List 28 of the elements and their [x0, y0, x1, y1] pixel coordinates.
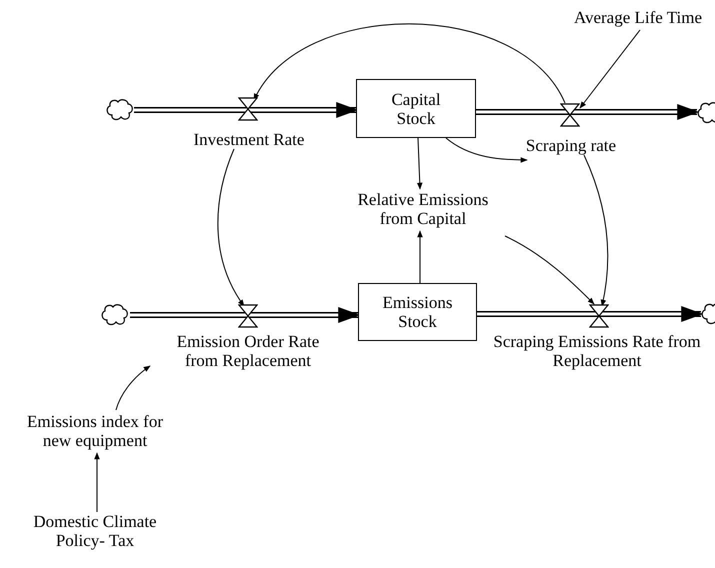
rate-label: Scraping Emissions Rate from Replacement: [492, 332, 702, 370]
flow-pipe: [134, 102, 358, 118]
stock-label: Capital Stock: [390, 90, 442, 128]
variable-label: Domestic Climate Policy- Tax: [32, 512, 158, 550]
arrow: [580, 30, 640, 109]
variable-label: Emissions index for new equipment: [26, 412, 164, 450]
rate-label: Investment Rate: [192, 130, 306, 149]
arrow: [116, 366, 151, 410]
arrow: [94, 452, 100, 512]
stock-box: [356, 79, 476, 138]
arrow: [254, 23, 566, 104]
stock-label: Emissions Stock: [382, 293, 454, 331]
rate-label: Scraping rate: [524, 136, 618, 155]
flow-pipe: [477, 306, 703, 322]
arrow: [218, 148, 244, 307]
arrow: [584, 154, 608, 307]
flow-pipe: [130, 307, 360, 323]
arrow: [446, 138, 528, 163]
arrow: [417, 230, 423, 284]
stock-box: [358, 283, 477, 341]
variable-label: Relative Emissions from Capital: [356, 190, 490, 228]
arrow: [416, 138, 423, 190]
cloud-icon: [106, 98, 134, 122]
arrow: [504, 236, 594, 304]
cloud-icon: [100, 303, 130, 327]
rate-label: Emission Order Rate from Replacement: [176, 332, 320, 370]
flow-pipe: [476, 104, 699, 120]
variable-label: Average Life Time: [572, 8, 704, 27]
